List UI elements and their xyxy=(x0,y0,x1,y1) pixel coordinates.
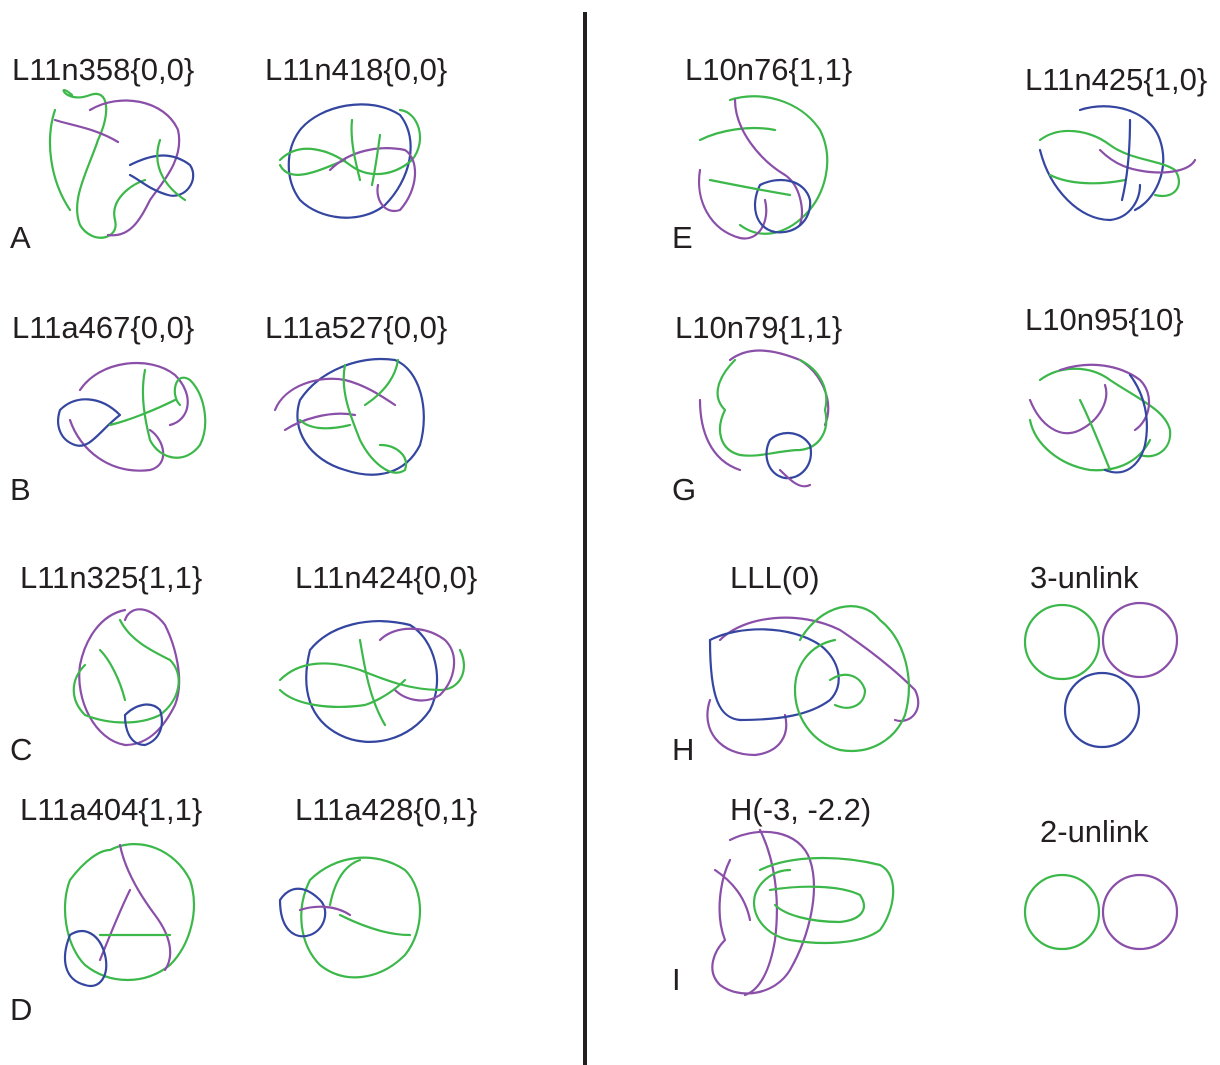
knot-label-e-right: L11n425{1,0} xyxy=(1025,62,1207,97)
row-letter-d: D xyxy=(10,992,32,1027)
knot-diagram-e-right xyxy=(1038,105,1197,222)
row-letter-a: A xyxy=(10,220,31,255)
unlink-2-purple-circle xyxy=(1101,873,1179,951)
knot-label-d-right: L11a428{0,1} xyxy=(295,792,477,827)
knot-label-a-right: L11n418{0,0} xyxy=(265,52,447,87)
unlink-3-blue-circle xyxy=(1063,671,1141,749)
knot-label-b-right: L11a527{0,0} xyxy=(265,310,447,345)
knot-diagram-b-left xyxy=(57,361,207,472)
row-letter-b: B xyxy=(10,472,31,507)
knot-label-b-left: L11a467{0,0} xyxy=(12,310,194,345)
unlink-3-green-circle xyxy=(1023,603,1101,681)
unlink-2-green-circle xyxy=(1023,873,1101,951)
knot-label-a-left: L11n358{0,0} xyxy=(12,52,194,87)
knot-diagram-g-left xyxy=(698,349,830,488)
unlink-2 xyxy=(1023,873,1179,951)
row-letter-h: H xyxy=(672,732,694,767)
knot-label-h-left: LLL(0) xyxy=(730,560,820,595)
knot-label-g-left: L10n79{1,1} xyxy=(675,310,842,345)
knot-label-c-right: L11n424{0,0} xyxy=(295,560,477,595)
unlink-3 xyxy=(1023,601,1179,749)
knot-label-i-left: H(-3, -2.2) xyxy=(730,792,871,827)
knot-diagram-c-right xyxy=(278,620,465,743)
row-letter-g: G xyxy=(672,472,696,507)
knot-label-c-left: L11n325{1,1} xyxy=(20,560,202,595)
unlink-3-purple-circle xyxy=(1101,601,1179,679)
knot-diagram-a-right xyxy=(278,103,422,219)
knot-label-i-right: 2-unlink xyxy=(1040,814,1149,849)
row-letter-i: I xyxy=(672,962,681,997)
knot-diagram-e-left xyxy=(697,95,829,240)
knot-diagram-b-right xyxy=(273,358,425,476)
knot-diagram-d-right xyxy=(278,856,421,979)
knot-label-h-right: 3-unlink xyxy=(1030,560,1139,595)
knot-label-d-left: L11a404{1,1} xyxy=(20,792,202,827)
knot-diagram-i-left xyxy=(711,828,895,997)
row-letter-e: E xyxy=(672,220,693,255)
knot-diagram-c-left xyxy=(72,608,181,747)
knot-label-e-left: L10n76{1,1} xyxy=(685,52,852,87)
knot-diagram-h-left xyxy=(706,605,920,757)
knot-label-g-right: L10n95{10} xyxy=(1025,302,1184,337)
row-letter-c: C xyxy=(10,732,32,767)
knot-diagram-d-left xyxy=(63,843,195,988)
knot-diagram-a-left xyxy=(48,89,195,239)
knot-diagram-g-right xyxy=(1028,363,1172,474)
